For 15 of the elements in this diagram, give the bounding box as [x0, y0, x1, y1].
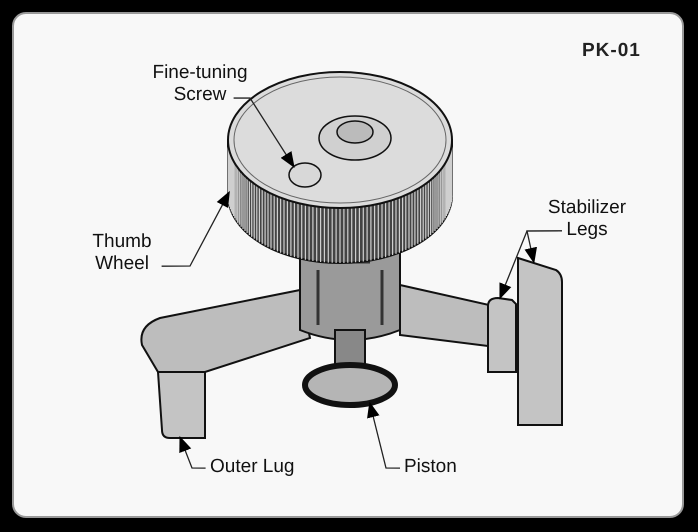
part-label: Stabilizer Legs [526, 197, 648, 241]
leader-line [367, 401, 400, 469]
outer-lug [157, 371, 206, 439]
stabilizer-leg [517, 257, 563, 426]
leader-line [234, 97, 295, 168]
screw-head [288, 162, 322, 188]
model-code: PK-01 [582, 40, 641, 62]
part-label: Outer Lug [210, 456, 320, 478]
stabilizer-leg [487, 297, 517, 373]
leader-line [179, 436, 206, 469]
part-label: Thumb Wheel [86, 231, 158, 275]
leader-line [162, 190, 230, 267]
leader-line [524, 230, 562, 264]
part-label: Fine-tuning Screw [140, 62, 260, 106]
part-label: Piston [404, 456, 484, 478]
